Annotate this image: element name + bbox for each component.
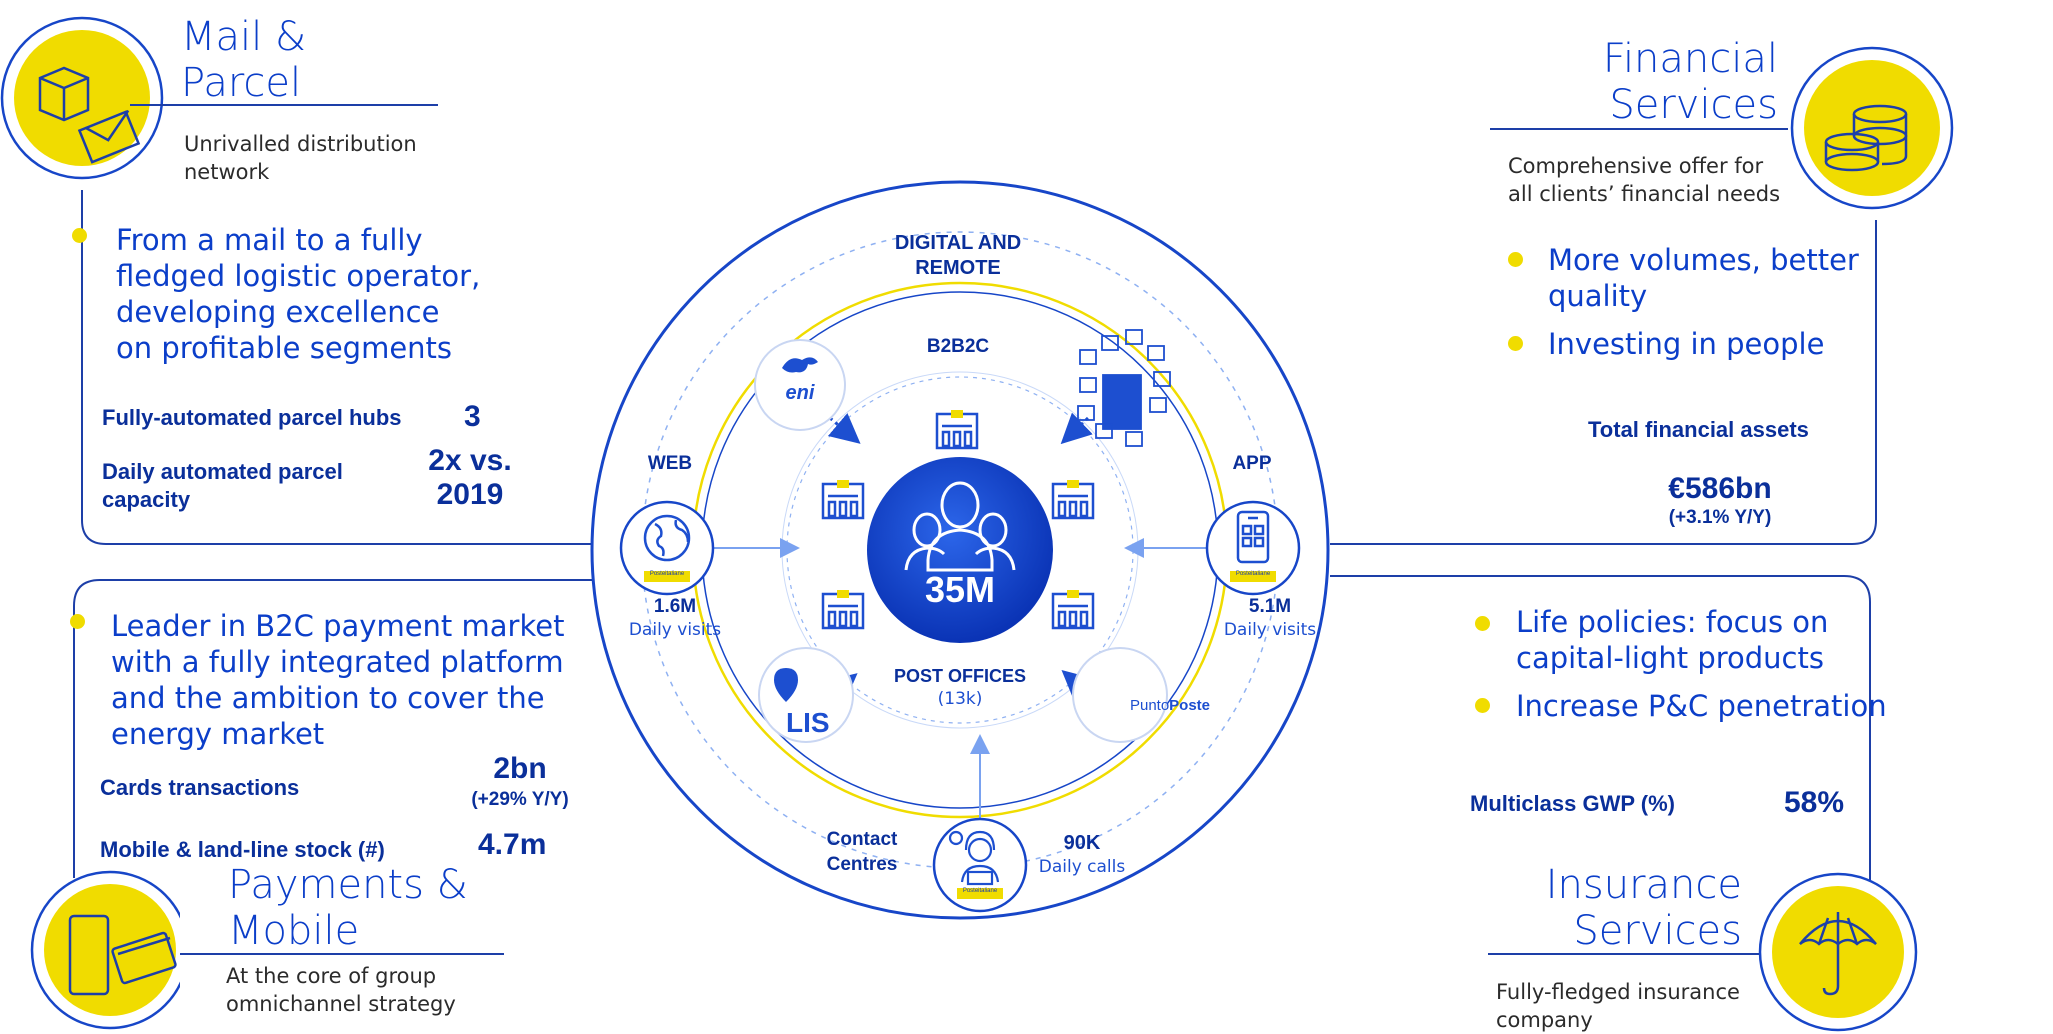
mail-kpi1-value: 3 xyxy=(464,400,481,433)
post-office-icons xyxy=(821,410,1095,630)
financial-kpi-value: €586bn xyxy=(1668,472,1772,505)
lis-logo-text: LIS xyxy=(786,707,830,738)
b2b2c-label: B2B2C xyxy=(926,336,990,357)
web-label: WEB xyxy=(647,453,693,474)
insurance-bullet2-dot xyxy=(1475,698,1490,713)
payments-kpi1-delta: (+29% Y/Y) xyxy=(471,789,569,810)
financial-services-badge xyxy=(1790,46,1954,210)
lis-pin-icon xyxy=(774,668,798,702)
insurance-connector xyxy=(1330,575,1871,892)
fit-buildings-icon xyxy=(1077,329,1171,447)
eni-dog-icon xyxy=(782,357,818,373)
contact-poste-badge-text: Posteitaliane xyxy=(962,888,998,894)
payments-mobile-title: Payments &Mobile xyxy=(228,862,468,954)
post-offices-label: POST OFFICES xyxy=(893,666,1026,686)
parcel-envelope-icon xyxy=(38,66,141,164)
globe-icon xyxy=(643,514,691,562)
app-poste-badge-text: Posteitaliane xyxy=(1235,571,1271,577)
puntoposte-logo-circle xyxy=(1072,647,1168,743)
app-visits-sub: Daily visits xyxy=(1223,620,1317,640)
contact-calls-sub: Daily calls xyxy=(1038,857,1126,877)
payments-mobile-badge xyxy=(30,870,180,1030)
umbrella-icon xyxy=(1799,912,1877,996)
mail-kpi2-value: 2x vs.2019 xyxy=(428,444,512,511)
payments-kpi1-value: 2bn xyxy=(493,752,547,785)
insurance-kpi-label: Multiclass GWP (%) xyxy=(1470,791,1675,816)
app-label: APP xyxy=(1232,453,1272,474)
app-visits-value: 5.1M xyxy=(1248,596,1292,617)
mail-connector xyxy=(81,190,600,545)
fit-arrow xyxy=(1060,412,1093,445)
financial-bullet1-dot xyxy=(1508,252,1523,267)
post-offices-count: (13k) xyxy=(937,689,983,709)
phone-card-icon xyxy=(68,914,177,996)
eni-logo-circle xyxy=(754,339,846,431)
financial-connector xyxy=(1330,220,1877,545)
insurance-services-badge xyxy=(1758,872,1918,1032)
payments-kpi1-label: Cards transactions xyxy=(100,775,300,800)
insurance-bullet1-dot xyxy=(1475,616,1490,631)
financial-title-underline xyxy=(1490,128,1788,130)
smartphone-icon xyxy=(1236,510,1270,564)
eni-arrow xyxy=(827,413,861,444)
puntoposte-logo-text: PuntoPoste xyxy=(1129,697,1211,714)
payments-title-underline xyxy=(180,953,504,955)
headset-operator-icon xyxy=(948,830,1000,886)
payments-kpi2-label: Mobile & land-line stock (#) xyxy=(100,837,385,862)
payments-bullet-dot xyxy=(70,614,85,629)
insurance-kpi-value: 58% xyxy=(1784,786,1845,819)
web-visits-sub: Daily visits xyxy=(628,620,722,640)
mail-parcel-title: Mail &Parcel xyxy=(181,14,307,106)
contact-calls-value: 90K xyxy=(1063,832,1101,854)
eni-logo-text: eni xyxy=(785,382,815,404)
web-visits-value: 1.6M xyxy=(653,596,697,617)
financial-kpi-label: Total financial assets xyxy=(1588,417,1809,442)
mail-bullet-dot xyxy=(72,228,87,243)
payments-kpi2-value: 4.7m xyxy=(478,828,547,861)
app-poste-badge xyxy=(1230,571,1276,582)
customers-circle xyxy=(867,457,1053,643)
web-poste-badge xyxy=(644,571,690,582)
people-icon xyxy=(904,481,1016,572)
contact-poste-badge xyxy=(957,888,1003,899)
insurance-title-underline xyxy=(1488,953,1788,955)
mail-kpi1-label: Fully-automated parcel hubs xyxy=(102,405,402,430)
hub-diagram xyxy=(590,180,1330,920)
customers-value: 35M xyxy=(924,569,996,610)
insurance-bullet2-text: Increase P&C penetration xyxy=(1516,689,1887,723)
coins-stack-icon xyxy=(1824,104,1908,172)
financial-bullet2-dot xyxy=(1508,336,1523,351)
mail-parcel-badge xyxy=(0,16,164,180)
financial-bullet2-text: Investing in people xyxy=(1548,327,1825,361)
mail-title-underline xyxy=(130,104,438,106)
payments-connector xyxy=(73,579,600,878)
web-poste-badge-text: Posteitaliane xyxy=(649,571,685,577)
financial-kpi-delta: (+3.1% Y/Y) xyxy=(1668,507,1772,528)
